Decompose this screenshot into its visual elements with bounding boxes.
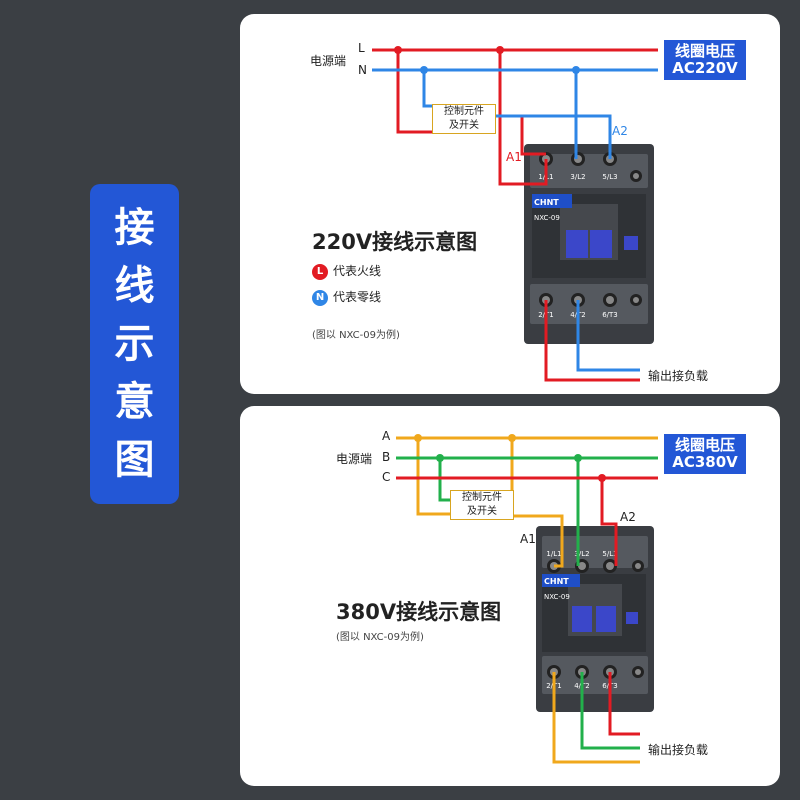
- model-label: NXC-09: [534, 214, 560, 222]
- output-load-label: 输出接负载: [648, 369, 709, 383]
- phase-c-wires: [396, 476, 658, 736]
- coil-voltage-box: 线圈电压 AC220V: [664, 40, 746, 80]
- side-title-char: 示: [114, 321, 155, 367]
- diagram-title-380v: 380V接线示意图: [336, 600, 502, 624]
- neutral-marker-icon: N: [312, 289, 328, 306]
- coil-voltage-title: 线圈电压: [674, 42, 735, 60]
- terminal-a2-label: A2: [612, 124, 628, 138]
- terminal-label-bottom: 6/T3: [602, 311, 618, 319]
- power-source-label: 电源端: [310, 54, 347, 68]
- wiring-diagram-220v: 1/L1 3/L2 5/L3 2/T1 4/T2 6/T3 CHNT NXC-0…: [372, 46, 658, 382]
- legend-neutral-text: 代表零线: [333, 290, 382, 304]
- neutral-wires: [372, 68, 658, 372]
- legend-live: L 代表火线: [312, 262, 381, 280]
- side-title-char: 图: [114, 437, 155, 483]
- line-L-label: L: [358, 41, 365, 55]
- line-N-label: N: [358, 63, 367, 77]
- line-B-label: B: [382, 450, 391, 464]
- coil-voltage-value: AC220V: [672, 59, 738, 77]
- coil-voltage-value: AC380V: [672, 453, 738, 471]
- terminal-label-top: 5/L3: [602, 550, 617, 558]
- terminal-label-top: 1/L1: [546, 550, 561, 558]
- model-note: (图以 NXC-09为例): [336, 632, 424, 643]
- legend-live-text: 代表火线: [333, 264, 382, 278]
- terminal-label-top: 3/L2: [570, 173, 585, 181]
- side-title-char: 接: [114, 205, 155, 251]
- coil-voltage-box: 线圈电压 AC380V: [664, 434, 746, 474]
- side-title-badge: 接 线 示 意 图: [90, 184, 179, 504]
- side-title-char: 线: [114, 263, 155, 309]
- line-C-label: C: [382, 470, 391, 484]
- live-marker-icon: L: [312, 263, 328, 280]
- control-box-line: 及开关: [467, 506, 497, 517]
- power-source-label: 电源端: [336, 452, 373, 466]
- model-label: NXC-09: [544, 593, 570, 601]
- terminal-a2-label: A2: [620, 510, 636, 524]
- terminal-label-top: 3/L2: [574, 550, 589, 558]
- contactor-380v: [536, 526, 654, 712]
- brand-logo: CHNT: [544, 577, 569, 586]
- legend-neutral: N 代表零线: [312, 288, 381, 306]
- control-box-line: 及开关: [449, 120, 479, 131]
- wiring-panel-380v: 1/L1 3/L2 5/L3 2/T1 4/T2 6/T3 CHNT NXC-0…: [240, 406, 780, 786]
- wiring-diagram-380v: 1/L1 3/L2 5/L3 2/T1 4/T2 6/T3 CHNT NXC-0…: [396, 434, 658, 764]
- model-note: (图以 NXC-09为例): [312, 330, 400, 341]
- wiring-panel-220v: 1/L1 3/L2 5/L3 2/T1 4/T2 6/T3 CHNT NXC-0…: [240, 14, 780, 394]
- terminal-a1-label: A1: [506, 150, 522, 164]
- contactor-220v: [524, 144, 654, 344]
- control-switch-box: 控制元件 及开关: [450, 490, 514, 520]
- control-switch-box: 控制元件 及开关: [432, 104, 496, 134]
- control-box-line: 控制元件: [462, 492, 502, 503]
- coil-voltage-title: 线圈电压: [674, 436, 735, 454]
- terminal-label-top: 5/L3: [602, 173, 617, 181]
- brand-logo: CHNT: [534, 198, 559, 207]
- line-A-label: A: [382, 429, 391, 443]
- output-load-label: 输出接负载: [648, 743, 709, 757]
- control-box-line: 控制元件: [444, 106, 484, 117]
- diagram-title-220v: 220V接线示意图: [312, 230, 478, 254]
- terminal-a1-label: A1: [520, 532, 536, 546]
- side-title-char: 意: [114, 379, 155, 425]
